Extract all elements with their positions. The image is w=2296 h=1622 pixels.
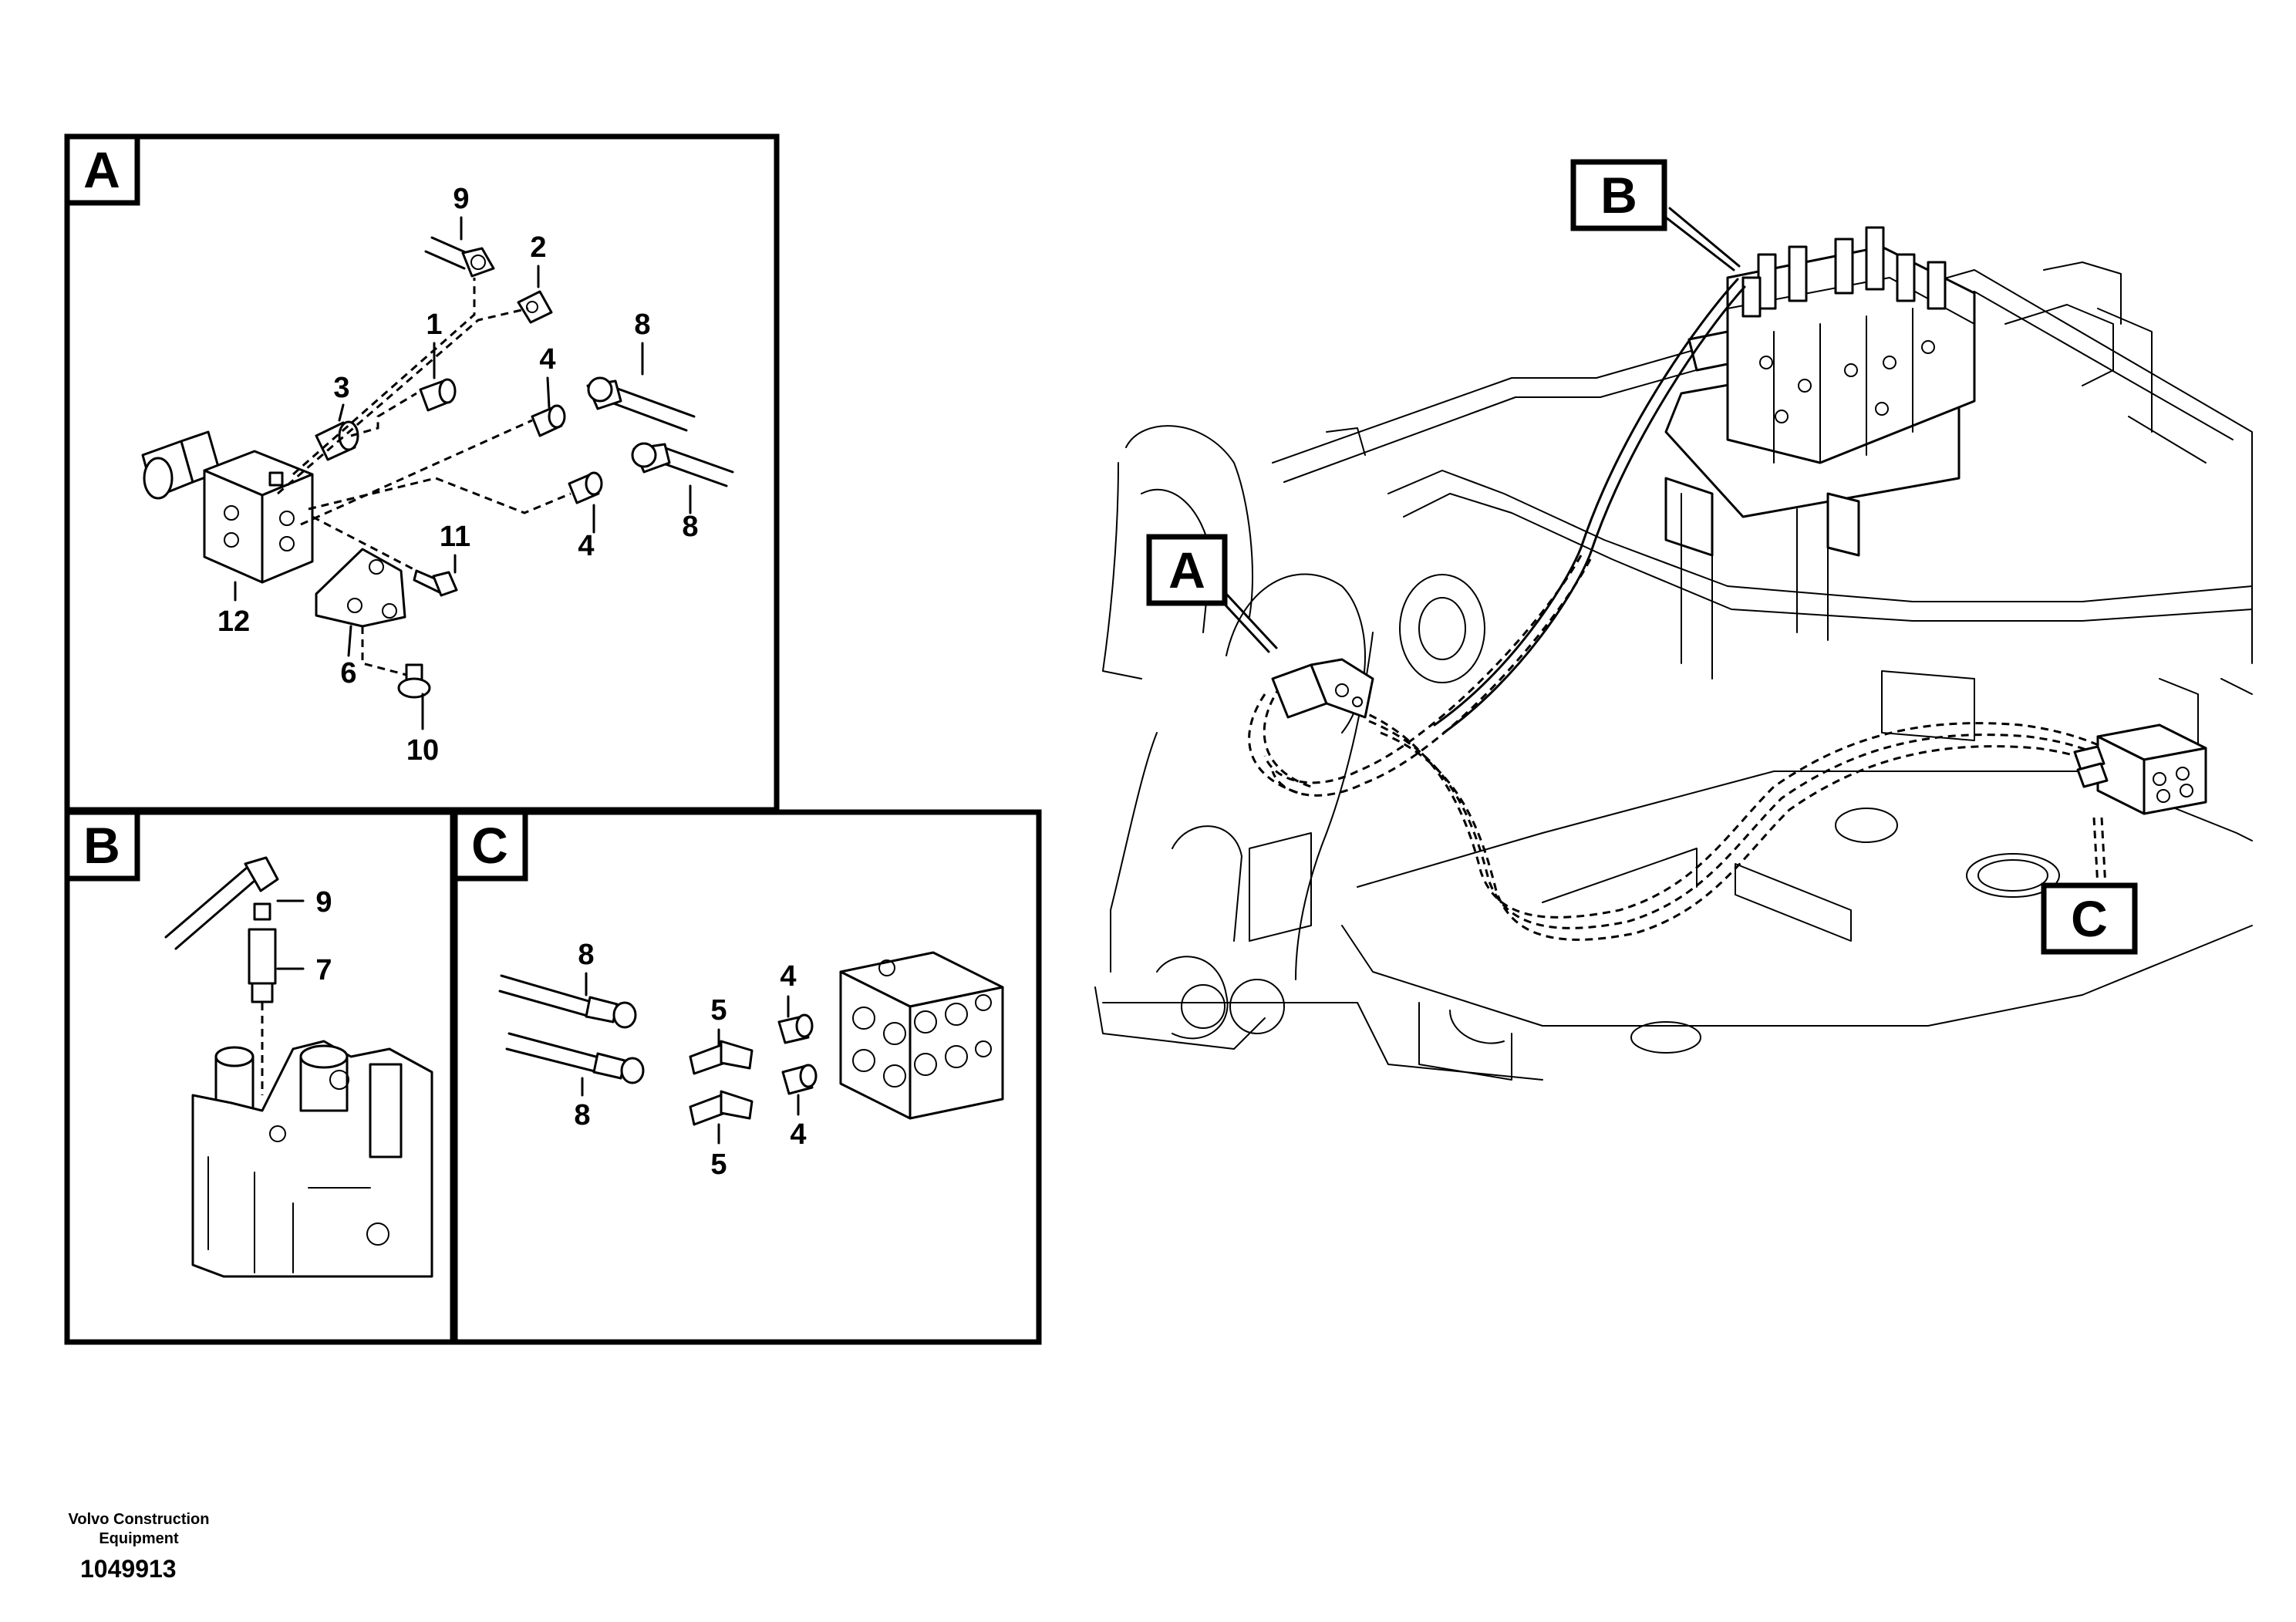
panel-b-tag [64, 809, 140, 882]
hose-8-upper [586, 376, 696, 432]
callout-11: 11 [440, 521, 470, 553]
panel-a-tag [64, 133, 140, 206]
callout-5: 5 [710, 994, 727, 1027]
callout-8: 8 [634, 309, 650, 341]
callout-8: 8 [574, 1099, 590, 1131]
overview-tag-c [2041, 882, 2138, 955]
overview-tag-b [1570, 159, 1667, 231]
callout-10: 10 [406, 734, 439, 767]
detail-panel-a: A [64, 133, 780, 813]
callout-4: 4 [539, 343, 555, 376]
control-valve-detail [191, 1040, 433, 1278]
callout-12: 12 [217, 605, 250, 638]
mounting-bracket [315, 548, 406, 628]
hose-8-panel-c-upper [498, 974, 637, 1029]
callout-7: 7 [315, 954, 332, 986]
callout-5: 5 [710, 1148, 727, 1181]
distribution-block [839, 951, 1004, 1120]
panel-b-tag-label: B [83, 817, 120, 874]
overview-tag-a [1146, 534, 1228, 606]
callout-6: 6 [340, 657, 356, 690]
company-name: Volvo Construction Equipment [68, 1511, 210, 1547]
callout-4: 4 [578, 530, 594, 562]
hose-9-panel-b [164, 856, 279, 950]
fitting-4-panel-c-lower [781, 1064, 818, 1095]
elbow-5-upper [689, 1040, 754, 1075]
callout-4: 4 [780, 960, 796, 993]
callout-1: 1 [426, 309, 442, 341]
panel-c-frame [452, 809, 1042, 1345]
solenoid-valve-block [141, 430, 314, 584]
fitting-4-lower [568, 471, 603, 504]
hose-9-panel-a [424, 236, 495, 278]
panel-c-tag-label: C [471, 817, 508, 874]
bolt-10 [397, 663, 431, 699]
machine-overview: B A C [1094, 159, 2253, 1081]
fitting-4-panel-c-upper [777, 1013, 814, 1044]
overview-control-valve [1664, 226, 1976, 679]
overview-solenoid-valve [1271, 658, 1374, 719]
callout-9: 9 [453, 183, 469, 215]
overview-tag-c-label: C [2071, 890, 2108, 947]
overview-tag-b-label: B [1600, 167, 1637, 224]
callout-2: 2 [530, 231, 546, 264]
panel-c-tag [452, 809, 528, 882]
hose-8-panel-c-lower [505, 1032, 645, 1084]
elbow-5-lower [689, 1090, 754, 1126]
callout-8: 8 [578, 939, 594, 971]
hose-8-lower [631, 442, 734, 487]
adapter-7 [248, 902, 277, 1003]
overview-distribution-block [2073, 723, 2207, 815]
callout-8: 8 [682, 511, 698, 543]
callout-4: 4 [790, 1118, 806, 1151]
bolt-11 [413, 569, 458, 597]
fitting-2 [517, 290, 553, 324]
callout-9: 9 [315, 886, 332, 919]
detail-panel-b: B 9 7 [64, 809, 456, 1345]
detail-panel-c: C [452, 809, 1042, 1345]
fitting-4-upper [531, 404, 566, 437]
callout-3: 3 [333, 372, 349, 404]
panel-a-tag-label: A [83, 141, 120, 198]
overview-tag-a-label: A [1168, 541, 1205, 599]
fitting-1 [419, 378, 457, 412]
document-number: 1049913 [80, 1555, 177, 1583]
